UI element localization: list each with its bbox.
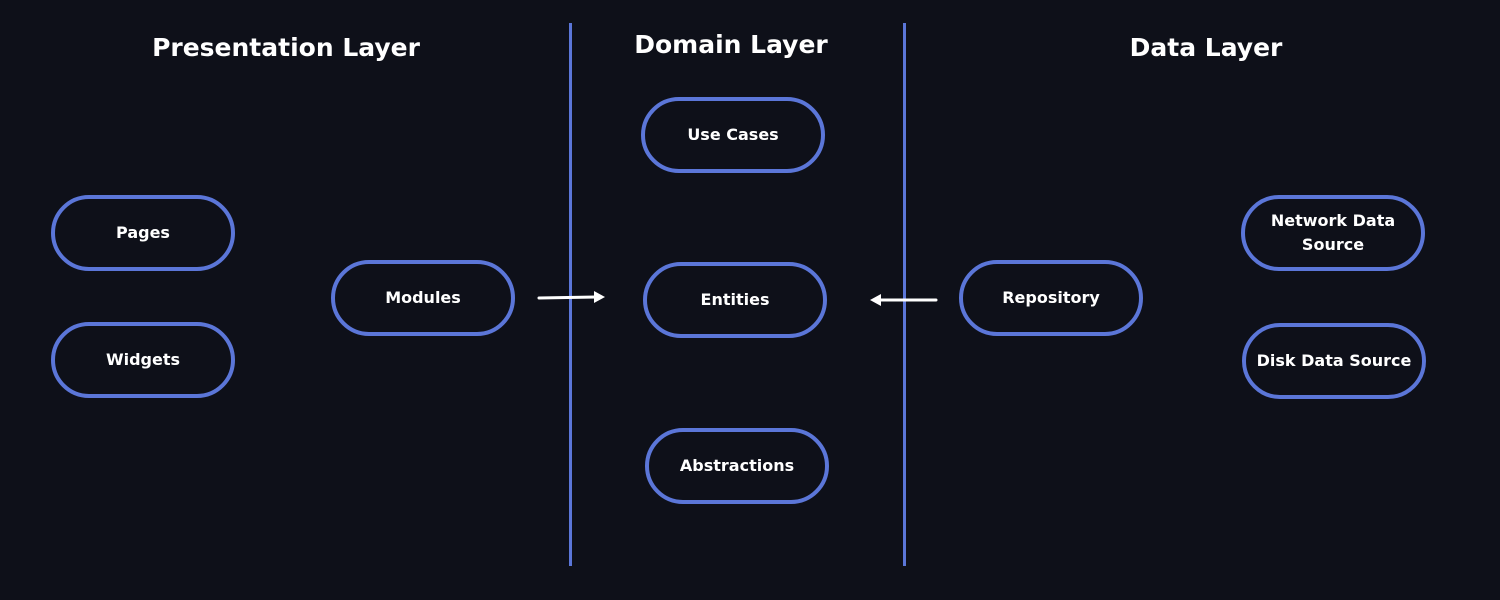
node-pages[interactable]: Pages: [51, 195, 235, 271]
node-use-cases-label: Use Cases: [687, 125, 779, 144]
node-widgets-label: Widgets: [105, 350, 181, 369]
node-widgets[interactable]: Widgets: [51, 322, 235, 398]
node-disk-data-source-label: Disk Data Source: [1256, 351, 1412, 370]
node-entities[interactable]: Entities: [643, 262, 827, 338]
node-abstractions-label: Abstractions: [679, 456, 795, 475]
node-entities-label: Entities: [700, 290, 770, 309]
arrow-modules-to-entities: [537, 291, 605, 303]
node-use-cases[interactable]: Use Cases: [641, 97, 825, 173]
domain-layer-title: Domain Layer: [634, 30, 828, 59]
node-modules[interactable]: Modules: [331, 260, 515, 336]
node-network-data-source-label: Network Data Source: [1270, 211, 1396, 254]
data-layer-title: Data Layer: [1129, 33, 1283, 62]
node-repository-label: Repository: [1002, 288, 1100, 307]
presentation-layer-title: Presentation Layer: [152, 33, 420, 62]
node-pages-label: Pages: [116, 223, 170, 242]
node-network-data-source[interactable]: Network Data Source: [1241, 195, 1425, 271]
node-modules-label: Modules: [385, 288, 461, 307]
node-disk-data-source[interactable]: Disk Data Source: [1242, 323, 1426, 399]
divider-domain-data: [903, 23, 906, 566]
node-repository[interactable]: Repository: [959, 260, 1143, 336]
node-abstractions[interactable]: Abstractions: [645, 428, 829, 504]
divider-presentation-domain: [569, 23, 572, 566]
